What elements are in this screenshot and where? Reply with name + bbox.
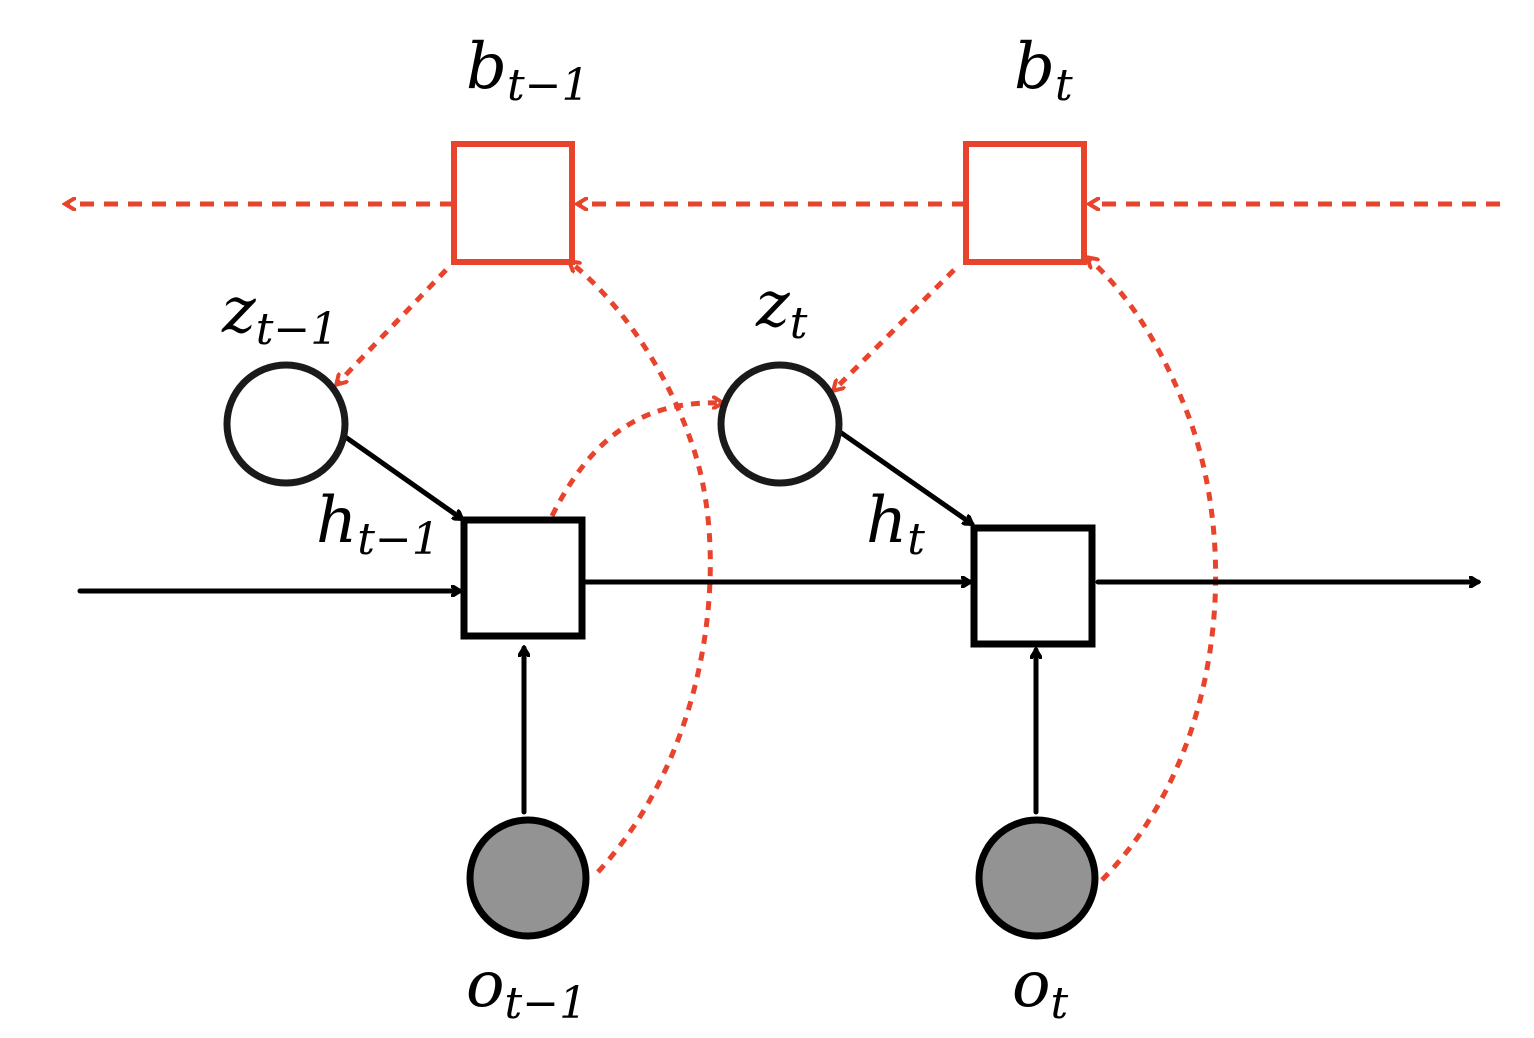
edge-b-prev-to-z-prev	[337, 268, 448, 384]
label-o-curr: ot	[1012, 948, 1069, 1029]
label-b-prev: bt−1	[466, 30, 590, 111]
node-o-curr	[975, 816, 1099, 940]
node-b-prev	[451, 141, 575, 265]
label-z-prev: zt−1	[221, 274, 338, 355]
edge-o-curr-to-b-curr	[1088, 258, 1219, 882]
label-h-curr: ht	[866, 484, 925, 565]
label-o-prev: ot−1	[466, 948, 587, 1029]
node-o-prev	[466, 816, 590, 940]
labels: bt−1 bt zt−1 zt ht−1 ht ot−1 ot	[221, 30, 1073, 1029]
label-h-prev: ht−1	[316, 484, 440, 565]
generative-edges	[77, 429, 1478, 815]
edge-z-curr-to-h-curr	[837, 429, 972, 527]
edge-h-prev-to-z-curr	[549, 403, 722, 518]
node-h-prev	[460, 516, 586, 640]
label-b-curr: bt	[1014, 30, 1073, 111]
inference-edges	[337, 258, 1219, 882]
node-b-curr	[963, 141, 1087, 265]
label-z-curr: zt	[755, 268, 808, 349]
edge-o-prev-to-b-prev	[570, 262, 713, 874]
node-z-curr	[717, 361, 843, 487]
edge-b-curr-to-z-curr	[834, 268, 956, 390]
node-z-prev	[223, 361, 349, 487]
node-h-curr	[970, 524, 1096, 648]
edge-z-prev-to-h-prev	[341, 433, 462, 522]
nodes	[223, 141, 1099, 940]
